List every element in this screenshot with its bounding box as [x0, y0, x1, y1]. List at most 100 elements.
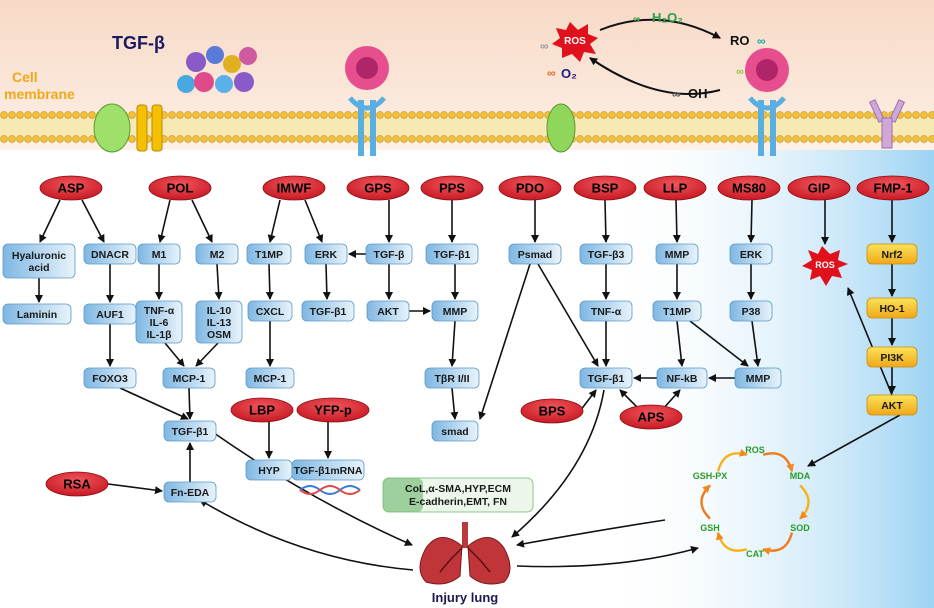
ecm-line-2: E-cadherin,EMT, FN — [409, 496, 507, 508]
svg-text:IL-13: IL-13 — [207, 317, 232, 329]
oval-aps: APS — [619, 404, 683, 430]
ros-cycle-arrow-top — [599, 18, 721, 39]
svg-text:Laminin: Laminin — [17, 309, 57, 321]
svg-text:POL: POL — [167, 181, 194, 196]
svg-text:TβR I/II: TβR I/II — [435, 373, 470, 385]
svg-text:BSP: BSP — [592, 181, 619, 196]
node-tgfb1-b: TGF-β1 — [301, 300, 355, 322]
svg-text:M1: M1 — [152, 249, 167, 261]
svg-text:TGF-β1: TGF-β1 — [172, 426, 209, 438]
node-mcp1-b: MCP-1 — [245, 367, 295, 389]
node-t1mp-a: T1MP — [246, 243, 292, 265]
node-m2: M2 — [195, 243, 239, 265]
node-erk-b: ERK — [729, 243, 773, 265]
svg-text:ROS: ROS — [564, 36, 586, 47]
oval-bsp: BSP — [573, 175, 637, 201]
node-auf1: AUF1 — [83, 303, 137, 325]
oval-pdo: PDO — [498, 175, 562, 201]
svg-text:∞: ∞ — [633, 14, 640, 25]
node-tgfb1-d: TGF-β1 — [579, 367, 633, 389]
svg-text:LLP: LLP — [663, 181, 688, 196]
cell-membrane-label-2: membrane — [4, 86, 75, 102]
svg-text:DNACR: DNACR — [91, 249, 129, 261]
svg-text:T1MP: T1MP — [255, 249, 283, 261]
svg-text:P38: P38 — [742, 306, 761, 318]
receptor-icon-1 — [345, 46, 389, 156]
svg-text:Nrf2: Nrf2 — [881, 249, 902, 261]
membrane-transporter-icon — [136, 104, 148, 152]
svg-text:TGF-β1: TGF-β1 — [310, 306, 347, 318]
oh-label: OH — [688, 86, 708, 101]
svg-text:∞: ∞ — [540, 39, 549, 53]
svg-text:Fn-EDA: Fn-EDA — [171, 487, 210, 499]
node-tgfb1-mrna: TGF-β1mRNA — [291, 459, 365, 481]
svg-text:NF-kB: NF-kB — [667, 373, 698, 385]
node-mmp-b: MMP — [655, 243, 699, 265]
svg-text:PDO: PDO — [516, 181, 544, 196]
tgf-beta-label: TGF-β — [112, 33, 165, 53]
svg-text:YFP-p: YFP-p — [314, 403, 352, 418]
oval-pps: PPS — [420, 175, 484, 201]
svg-text:IMWF: IMWF — [277, 181, 312, 196]
svg-text:IL-10: IL-10 — [207, 305, 232, 317]
svg-text:∞: ∞ — [672, 87, 681, 101]
arrows-layer — [35, 199, 901, 571]
svg-text:IL-1β: IL-1β — [146, 329, 172, 341]
node-ho1: HO-1 — [866, 297, 918, 319]
node-hyp: HYP — [245, 459, 293, 481]
svg-text:PPS: PPS — [439, 181, 465, 196]
svg-text:HO-1: HO-1 — [879, 303, 904, 315]
node-akt-b: AKT — [866, 394, 918, 416]
node-tgfb1-center: TGF-β1 — [163, 420, 217, 442]
oval-yfp-p: YFP-p — [296, 397, 370, 423]
svg-text:MCP-1: MCP-1 — [254, 373, 287, 385]
svg-text:MMP: MMP — [746, 373, 771, 385]
oval-fmp-1: FMP-1 — [856, 175, 930, 201]
node-laminin: Laminin — [2, 303, 72, 325]
oval-gps: GPS — [346, 175, 410, 201]
svg-text:Hyaluronic: Hyaluronic — [12, 250, 66, 262]
node-erk-a: ERK — [304, 243, 348, 265]
node-tgfb1-c: TGF-β1 — [425, 243, 479, 265]
svg-text:T1MP: T1MP — [663, 306, 691, 318]
node-mcp1-a: MCP-1 — [162, 367, 216, 389]
svg-text:∞: ∞ — [736, 66, 744, 78]
cycle-gsh: GSH — [700, 523, 720, 533]
oval-gip: GIP — [787, 175, 851, 201]
node-tbr: TβR I/II — [424, 367, 480, 389]
node-akt-a: AKT — [366, 300, 410, 322]
ros-small-burst-icon: ROS — [802, 246, 848, 286]
svg-text:CXCL: CXCL — [256, 306, 285, 318]
node-m1: M1 — [137, 243, 181, 265]
svg-text:HYP: HYP — [258, 465, 280, 477]
svg-text:M2: M2 — [210, 249, 225, 261]
svg-text:Psmad: Psmad — [518, 249, 552, 261]
dna-icon — [299, 485, 361, 495]
svg-text:MMP: MMP — [665, 249, 690, 261]
oval-imwf: IMWF — [262, 175, 326, 201]
svg-text:ERK: ERK — [315, 249, 338, 261]
membrane-channel-icon-2 — [546, 103, 576, 153]
ecm-box: CoL,α-SMA,HYP,ECM E-cadherin,EMT, FN — [382, 477, 534, 513]
node-psmad: Psmad — [508, 243, 562, 265]
cycle-cat: CAT — [746, 549, 764, 559]
svg-text:TGF-β3: TGF-β3 — [588, 249, 625, 261]
oval-llp: LLP — [643, 175, 707, 201]
antibody-receptor-icon — [868, 99, 906, 149]
membrane-channel-icon — [93, 103, 131, 153]
ros-cycle-arrow-bottom — [589, 57, 721, 95]
injury-lung-icon — [419, 522, 511, 585]
svg-text:∞: ∞ — [547, 66, 556, 80]
svg-text:ERK: ERK — [740, 249, 763, 261]
cell-membrane-label-1: Cell — [12, 69, 38, 85]
svg-text:TGF-β: TGF-β — [374, 249, 405, 261]
svg-text:MS80: MS80 — [732, 181, 766, 196]
cycle-mda: MDA — [790, 471, 811, 481]
node-cxcl: CXCL — [247, 300, 293, 322]
node-p38: P38 — [729, 300, 773, 322]
svg-text:TGF-β1: TGF-β1 — [588, 373, 625, 385]
svg-text:TGF-β1mRNA: TGF-β1mRNA — [294, 465, 363, 477]
cycle-ros: ROS — [745, 445, 765, 455]
svg-text:GIP: GIP — [808, 181, 831, 196]
svg-text:TNF-α: TNF-α — [591, 306, 622, 318]
